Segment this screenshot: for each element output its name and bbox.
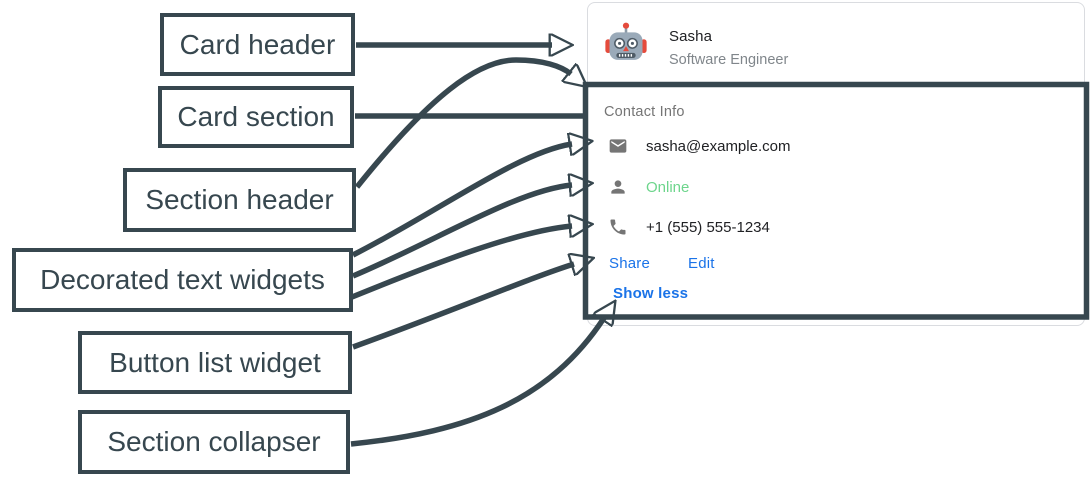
label-card-section: Card section <box>158 86 354 148</box>
contact-card: Sasha Software Engineer Contact Info sas… <box>587 2 1085 326</box>
arrow-decorated-status <box>351 185 572 279</box>
person-title: Software Engineer <box>669 52 789 68</box>
label-card-header: Card header <box>160 13 355 76</box>
decorated-text-row-phone: +1 (555) 555-1234 <box>588 217 1084 239</box>
section-header-text: Contact Info <box>604 104 685 120</box>
arrow-decorated-phone <box>350 226 572 300</box>
show-less-button[interactable]: Show less <box>613 285 689 302</box>
edit-button[interactable]: Edit <box>688 255 715 272</box>
arrow-button-list <box>352 264 574 350</box>
decorated-text-row-status: Online <box>588 177 1084 199</box>
email-text: sasha@example.com <box>646 138 791 155</box>
phone-icon <box>608 217 628 237</box>
arrow-decorated-email <box>351 144 572 258</box>
label-decorated-text-widgets: Decorated text widgets <box>12 248 353 312</box>
label-section-collapser: Section collapser <box>78 410 350 474</box>
person-icon <box>608 177 628 197</box>
email-icon <box>608 136 628 156</box>
label-button-list-widget: Button list widget <box>78 331 352 394</box>
arrow-section-header <box>354 57 571 189</box>
label-section-header: Section header <box>123 168 356 232</box>
share-button[interactable]: Share <box>609 255 651 272</box>
robot-avatar-icon <box>605 22 647 60</box>
arrow-section-collapser <box>350 318 604 447</box>
decorated-text-row-email: sasha@example.com <box>588 136 1084 158</box>
phone-text: +1 (555) 555-1234 <box>646 219 770 236</box>
person-name: Sasha <box>669 28 713 45</box>
card-header: Sasha Software Engineer <box>588 3 1084 85</box>
status-text: Online <box>646 179 690 196</box>
